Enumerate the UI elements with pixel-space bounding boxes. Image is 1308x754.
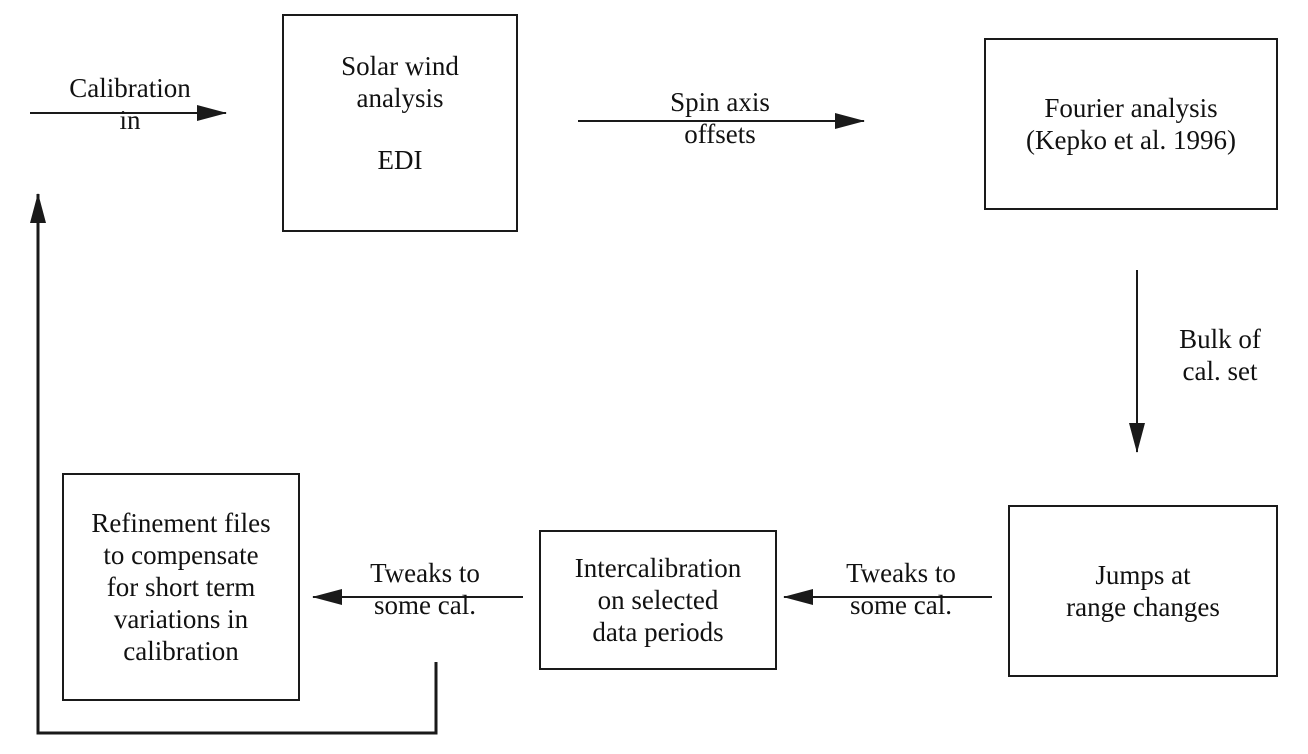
calibration-in-line-1: Calibration [69,73,191,103]
tweaks-to-some-cal-label-left: Tweaks to some cal. [330,557,520,621]
calibration-in-label: Calibration in [40,72,220,136]
refine-line-4: variations in [113,604,249,634]
refine-line-3: for short term [106,572,256,602]
refine-line-2: to compensate [103,540,259,570]
refine-line-1: Refinement files [91,508,271,538]
jumps-line-1: Jumps at [1095,560,1191,590]
fourier-line-2: (Kepko et al. 1996) [1026,125,1236,155]
tweaks-right-line-2: some cal. [850,590,952,620]
bulk-line-1: Bulk of [1179,324,1261,354]
spin-axis-offsets-label: Spin axis offsets [610,86,830,150]
spin-axis-line-2: offsets [684,119,756,149]
solar-wind-line-2: analysis [356,83,444,113]
bulk-of-cal-set-label: Bulk of cal. set [1140,323,1300,387]
calibration-in-line-2: in [119,105,141,135]
tweaks-left-line-1: Tweaks to [370,558,480,588]
spin-axis-line-1: Spin axis [670,87,770,117]
jumps-line-2: range changes [1066,592,1220,622]
refine-line-5: calibration [123,636,239,666]
arrow-feedback-loop [30,193,438,735]
fourier-line-1: Fourier analysis [1044,93,1218,123]
edi-label: EDI [377,145,423,175]
intercal-line-1: Intercalibration [574,553,742,583]
intercal-line-2: on selected [597,585,719,615]
tweaks-to-some-cal-label-right: Tweaks to some cal. [806,557,996,621]
bulk-line-2: cal. set [1182,356,1258,386]
solar-wind-analysis-box: Solar wind analysis EDI [282,14,518,232]
intercalibration-box: Intercalibration on selected data period… [539,530,777,670]
solar-wind-line-1: Solar wind [341,51,459,81]
jumps-at-range-changes-box: Jumps at range changes [1008,505,1278,677]
refinement-files-box: Refinement files to compensate for short… [62,473,300,701]
tweaks-right-line-1: Tweaks to [846,558,956,588]
fourier-analysis-box: Fourier analysis (Kepko et al. 1996) [984,38,1278,210]
tweaks-left-line-2: some cal. [374,590,476,620]
intercal-line-3: data periods [592,617,724,647]
